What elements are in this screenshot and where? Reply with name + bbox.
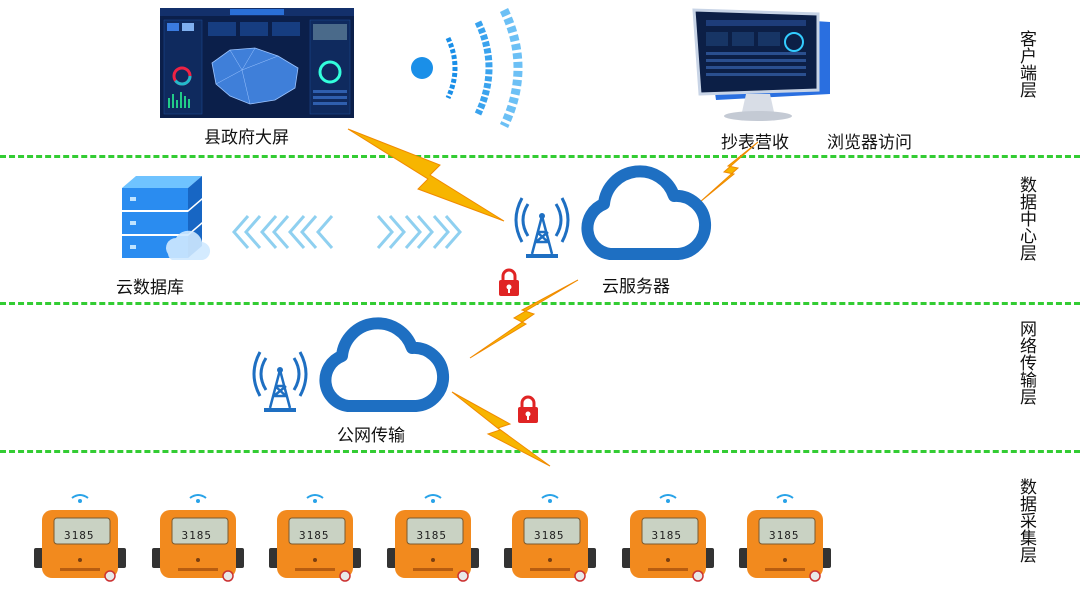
water-meter: 3185 xyxy=(30,490,130,586)
water-meter-icon xyxy=(151,494,244,582)
water-meter-icon xyxy=(34,494,126,582)
water-meter: 3185 xyxy=(265,490,365,586)
water-meter-icon xyxy=(386,494,479,582)
meter-billing-label: 抄表营收 xyxy=(721,133,789,153)
water-meter-icon xyxy=(269,494,361,582)
layer-label-network: 网络传输层 xyxy=(1016,320,1036,405)
lock-icon xyxy=(516,395,540,425)
lightning-icon xyxy=(347,125,508,225)
meter-reading: 3185 xyxy=(416,529,447,542)
browser-access-label: 浏览器访问 xyxy=(827,133,912,153)
public-net-label: 公网传输 xyxy=(337,426,405,446)
meter-reading: 3185 xyxy=(769,529,800,542)
meter-reading: 3185 xyxy=(181,529,212,542)
data-flow-arrows xyxy=(228,212,478,252)
layer-label-datacenter: 数据中心层 xyxy=(1016,176,1036,261)
cloud-db-label: 云数据库 xyxy=(116,278,184,298)
dashboard-map-icon xyxy=(160,8,354,118)
meter-reading: 3185 xyxy=(651,529,682,542)
billing-monitor-icon xyxy=(690,8,840,123)
meter-reading: 3185 xyxy=(534,529,565,542)
lightning-icon xyxy=(451,391,552,468)
cloud-server-label: 云服务器 xyxy=(602,277,670,297)
gov-big-screen xyxy=(160,8,354,118)
meter-row: 3185 3185 3185 3185 3185 3185 3185 xyxy=(30,490,880,590)
water-meter-icon xyxy=(739,494,831,582)
water-meter: 3185 xyxy=(500,490,600,586)
layer-label-client: 客户端层 xyxy=(1016,30,1036,98)
cloud-database-icon xyxy=(110,168,211,268)
lock-icon xyxy=(497,268,521,298)
water-meter: 3185 xyxy=(618,490,718,586)
layer-label-collection: 数据采集层 xyxy=(1016,478,1036,563)
meter-reading: 3185 xyxy=(64,529,95,542)
wireless-signal-icon xyxy=(400,8,530,128)
antenna-tower-icon xyxy=(514,196,570,260)
divider-network-collection xyxy=(0,450,1080,453)
meter-reading: 3185 xyxy=(299,529,330,542)
water-meter-icon xyxy=(621,494,714,582)
water-meter: 3185 xyxy=(735,490,835,586)
water-meter-icon xyxy=(504,494,596,582)
water-meter: 3185 xyxy=(383,490,483,586)
cloud-server-icon xyxy=(574,165,712,266)
public-network-icon xyxy=(312,317,450,418)
lightning-icon xyxy=(469,278,580,360)
divider-client-datacenter xyxy=(0,155,1080,158)
antenna-tower-icon xyxy=(252,350,308,414)
gov-screen-label: 县政府大屏 xyxy=(204,128,289,148)
divider-datacenter-network xyxy=(0,302,1080,305)
water-meter: 3185 xyxy=(148,490,248,586)
